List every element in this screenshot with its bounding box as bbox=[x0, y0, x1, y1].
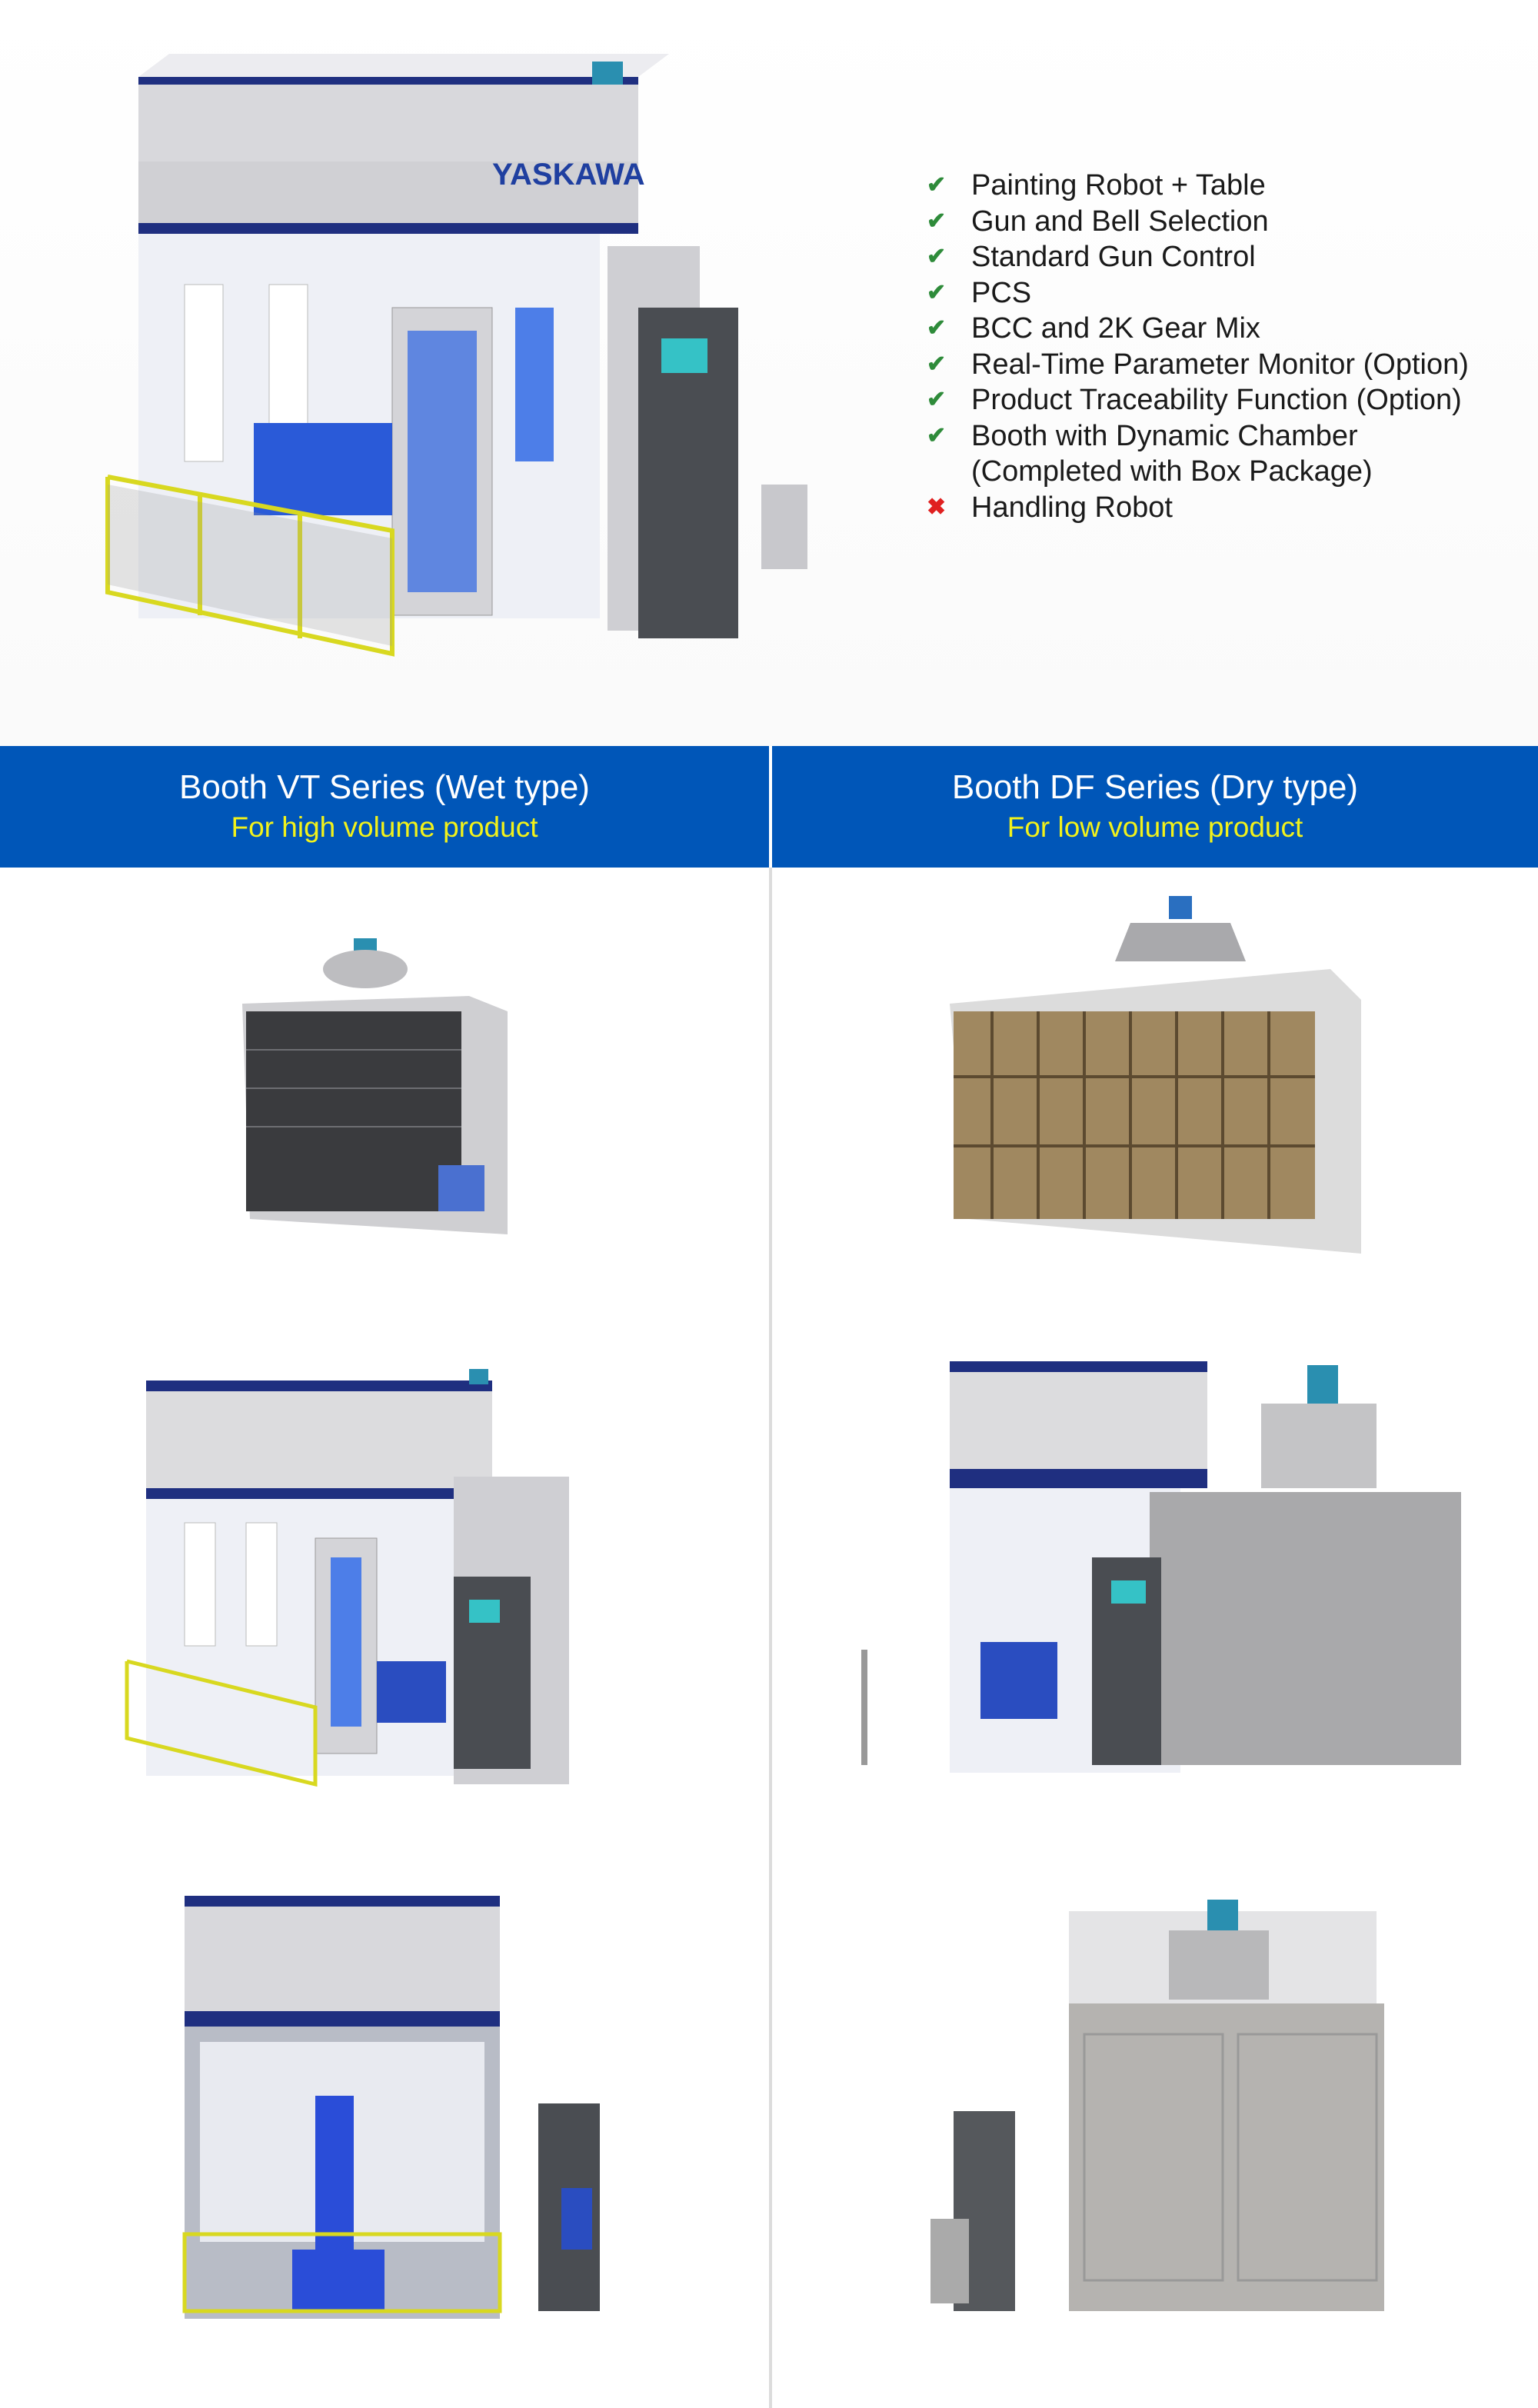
cross-icon: ✖ bbox=[927, 494, 947, 520]
feature-item: ✔Gun and Bell Selection bbox=[927, 204, 1469, 240]
column-title: Booth DF Series (Dry type) bbox=[951, 768, 1359, 806]
check-icon: ✔ bbox=[927, 244, 947, 269]
check-icon: ✔ bbox=[927, 351, 947, 377]
feature-checklist: ✔Painting Robot + Table ✔Gun and Bell Se… bbox=[927, 168, 1469, 525]
feature-item: ✔BCC and 2K Gear Mix bbox=[927, 311, 1469, 347]
column-header-df: Booth DF Series (Dry type) For low volum… bbox=[772, 746, 1538, 868]
feature-item: ✔Booth with Dynamic Chamber bbox=[927, 418, 1469, 455]
feature-item: ✔Product Traceability Function (Option) bbox=[927, 382, 1469, 418]
feature-item-continuation: (Completed with Box Package) bbox=[971, 455, 1373, 488]
hero-section: YASKAWA ✔Painting Robot + Table ✔Gun and… bbox=[0, 0, 1538, 746]
df-booth-rear-image bbox=[930, 1900, 1384, 2311]
check-icon: ✔ bbox=[927, 279, 947, 305]
feature-item: ✔PCS bbox=[927, 275, 1469, 311]
column-header-vt: Booth VT Series (Wet type) For high volu… bbox=[0, 746, 769, 868]
painting-booth-hero-image: YASKAWA bbox=[105, 54, 807, 657]
check-icon: ✔ bbox=[927, 172, 947, 198]
df-booth-package-image bbox=[861, 1361, 1461, 1773]
header-divider bbox=[769, 746, 772, 868]
vt-booth-package-image bbox=[125, 1369, 569, 1787]
column-title: Booth VT Series (Wet type) bbox=[179, 768, 590, 806]
vt-booth-front-image bbox=[182, 1896, 600, 2319]
column-subtitle: For low volume product bbox=[1007, 811, 1303, 843]
feature-item: ✔Real-Time Parameter Monitor (Option) bbox=[927, 347, 1469, 383]
check-icon: ✔ bbox=[927, 387, 947, 412]
vt-booth-unit-image bbox=[242, 938, 508, 1234]
check-icon: ✔ bbox=[927, 208, 947, 234]
column-subtitle: For high volume product bbox=[231, 811, 538, 843]
feature-item: ✔Painting Robot + Table bbox=[927, 168, 1469, 204]
check-icon: ✔ bbox=[927, 315, 947, 341]
check-icon: ✔ bbox=[927, 422, 947, 448]
yaskawa-logo: YASKAWA bbox=[492, 158, 645, 192]
feature-item: ✔Standard Gun Control bbox=[927, 239, 1469, 275]
feature-item-excluded: ✖Handling Robot bbox=[927, 490, 1469, 526]
df-booth-unit-image bbox=[950, 896, 1361, 1254]
column-divider bbox=[769, 746, 772, 2408]
